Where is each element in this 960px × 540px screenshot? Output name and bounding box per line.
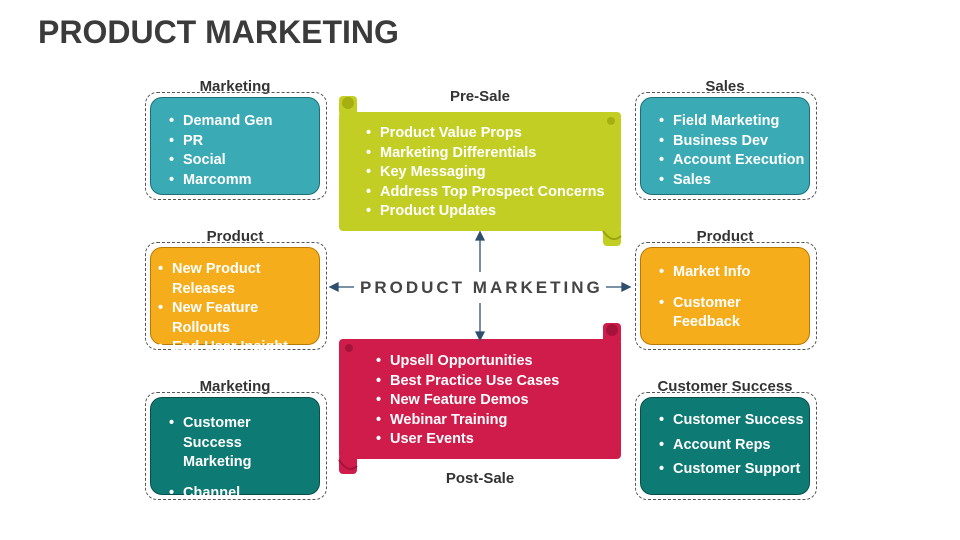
list-item: Account Reps [657, 436, 809, 456]
right-top-frame [635, 92, 817, 200]
right-mid-frame [635, 242, 817, 350]
list-item: Business Dev [657, 132, 809, 152]
list-item: Customer Support [657, 460, 809, 480]
list-item: Field Marketing [657, 112, 809, 132]
left-bot-box: Customer Success Marketing Channel Marke… [150, 397, 320, 520]
left-mid-label: Product [206, 228, 264, 245]
right-mid-label: Product [696, 228, 754, 245]
list-item: New Product Releases [156, 260, 319, 299]
right-mid-box: Market Info Customer Feedback [640, 247, 810, 345]
left-mid-box: New Product Releases New Feature Rollout… [150, 247, 320, 377]
list-item: Market Info [657, 263, 799, 283]
left-top-label: Marketing [199, 78, 271, 95]
post-sale-list: Upsell Opportunities Best Practice Use C… [374, 352, 559, 450]
list-item: Account Execution [657, 151, 809, 171]
left-top-frame [145, 92, 327, 200]
left-top-box: Demand Gen PR Social Marcomm [150, 97, 320, 195]
list-item: Webinar Training [374, 411, 559, 431]
right-top-box: Field Marketing Business Dev Account Exe… [640, 97, 810, 195]
list-item: Product Value Props [364, 124, 605, 144]
list-item: Demand Gen [167, 112, 319, 132]
list-item: Customer Success [657, 411, 809, 431]
pre-sale-list: Product Value Props Marketing Differenti… [364, 124, 605, 222]
list-item: Social [167, 151, 319, 171]
page-title: PRODUCT MARKETING [38, 14, 399, 50]
right-top-label: Sales [705, 78, 745, 95]
left-bot-label: Marketing [199, 378, 271, 395]
list-item: Key Messaging [364, 163, 605, 183]
list-item: Customer Feedback [657, 294, 753, 333]
list-item: Customer Success Marketing [167, 414, 309, 473]
list-item: Product Roadmap [156, 358, 319, 378]
center-label: PRODUCT MARKETING [360, 278, 603, 297]
right-bot-label: Customer Success [657, 378, 793, 395]
list-item: Sales [657, 171, 809, 191]
list-item: Marcomm [167, 171, 319, 191]
list-item: Best Practice Use Cases [374, 372, 559, 392]
right-bot-frame [635, 392, 817, 500]
list-item: End-User Insight [156, 338, 319, 358]
list-item: New Feature Demos [374, 391, 559, 411]
list-item: New Feature Rollouts [156, 299, 319, 338]
list-item: Channel Marketing [167, 484, 309, 523]
list-item: PR [167, 132, 319, 152]
list-item: Marketing Differentials [364, 144, 605, 164]
pre-sale-label: Pre-Sale [449, 88, 511, 105]
right-bot-box: Customer Success Account Reps Customer S… [640, 397, 810, 495]
list-item: Upsell Opportunities [374, 352, 559, 372]
list-item: Product Updates [364, 202, 605, 222]
connector-arrows [328, 230, 632, 342]
list-item: Address Top Prospect Concerns [364, 183, 605, 203]
post-sale-label: Post-Sale [445, 470, 515, 487]
list-item: User Events [374, 430, 559, 450]
